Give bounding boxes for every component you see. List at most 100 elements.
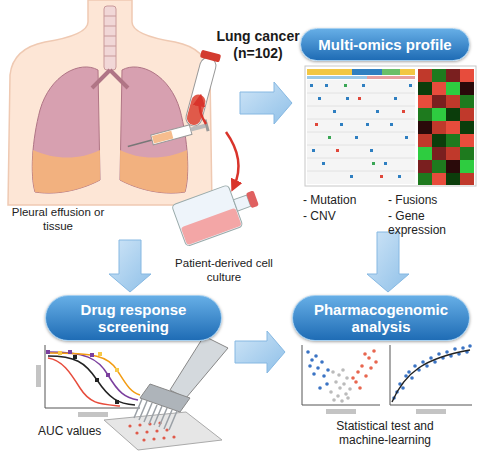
volcano-plot-part-part [334,380,338,384]
omics-heatmap-part-part [325,84,328,87]
annotation-text: - Fusions [388,193,478,207]
omics-heatmap-part-part [312,149,315,152]
multichannel-pipette-part [134,399,177,430]
omics-heatmap-part-part [384,162,387,165]
expression-heatmap-part [418,95,432,108]
scatter-fit-plot-part-part [407,370,411,374]
body-illustration-part [32,150,100,193]
volcano-plot-part-part [322,374,326,378]
body-illustration-part [120,150,188,193]
dose-response-plot-part-part [68,350,72,354]
test-tube-part [184,56,218,128]
expression-heatmap-part [432,108,446,121]
omics-heatmap-part-part [376,110,379,113]
annotation-text: - CNV [303,209,383,223]
omics-heatmap-part [305,66,476,186]
test-tube [182,50,221,129]
culture-flask-part [246,190,259,208]
dose-response-plot-part-part [106,373,110,377]
transfer-arrow [200,100,239,186]
volcano-plot-part-part [348,387,352,391]
scatter-fit-plot-part-part [401,386,405,390]
dose-response-plot-part-part [90,353,94,357]
expression-heatmap-part [446,147,460,160]
volcano-plot-part-part [336,394,340,398]
dose-response-plot-part [78,412,108,417]
test-tube-part [185,93,207,127]
culture-flask [172,177,264,246]
omics-heatmap-part-part [346,97,349,100]
scatter-fit-plot-part [390,345,472,405]
scatter-fit-plot-part [416,409,446,414]
expression-heatmap-part [418,160,432,173]
volcano-plot [302,345,380,414]
transfer-arrow-part [226,132,239,186]
expression-heatmap-part [418,69,432,82]
scatter-fit-plot-part-part [413,364,417,368]
culture-flask-part [181,208,242,246]
well-plate-part-part [172,435,175,438]
omics-heatmap-part-part [322,162,325,165]
volcano-plot-part-part [344,392,348,396]
dose-response-plot-part-part [73,355,77,359]
dose-response-plot-part [73,355,119,404]
volcano-plot-part [306,350,330,390]
omics-heatmap-part [315,97,405,178]
volcano-plot-part-part [345,376,349,380]
volcano-plot-part-part [320,360,324,364]
dose-response-plot-part [48,352,138,400]
dose-response-plot-part-part [115,400,119,404]
flow-arrow [109,240,151,292]
expression-heatmap-part [446,121,460,134]
expression-heatmap-part [446,95,460,108]
syringe-part [151,125,192,145]
scatter-fit-plot-part-part [453,347,457,351]
expression-heatmap-part [418,173,432,185]
omics-heatmap-part-part [370,149,373,152]
panel-node: Lung cancer (n=102) [0,0,240,240]
header-pill: Multi-omics profile [300,28,470,61]
multichannel-pipette-part [140,384,190,412]
omics-heatmap-part-part [344,84,347,87]
omics-heatmap-part-part [398,175,401,178]
syringe-part [152,131,173,144]
body-illustration-part [104,6,116,70]
scatter-fit-plot-part-part [437,352,441,356]
volcano-plot-part-part [363,352,367,356]
flow-arrow [240,82,292,124]
omics-heatmap-part [400,69,415,75]
flow-arrow [367,232,409,292]
expression-heatmap-part [460,160,474,173]
volcano-plot-part-part [342,382,346,386]
expression-heatmap-part [432,134,446,147]
expression-heatmap-part [432,82,446,95]
omics-heatmap-part-part [402,110,405,113]
well-plate-part-part [152,437,155,440]
volcano-plot-part-part [367,356,371,360]
volcano-plot-part-part [358,386,362,390]
omics-heatmap-part [352,69,382,75]
volcano-plot-part-part [372,349,376,353]
expression-heatmap-part [460,95,474,108]
volcano-plot-part [351,349,378,390]
omics-heatmap-part-part [362,84,365,87]
annotation-text: - Mutation [303,193,383,207]
volcano-plot-part-part [310,358,314,362]
omics-heatmap-part-part [366,123,369,126]
well-plate-part-part [162,436,165,439]
omics-heatmap-part-part [358,97,361,100]
volcano-plot-part-part [360,364,364,368]
volcano-plot-part-part [356,370,360,374]
expression-heatmap-part [432,173,446,185]
multichannel-pipette-part [170,336,228,398]
dose-response-plot-part [46,350,110,377]
expression-heatmap-part [446,160,460,173]
expression-heatmap-part [418,82,432,95]
expression-heatmap-part [460,69,474,82]
dose-response-plot-part-part [95,378,99,382]
expression-heatmap-part [418,121,432,134]
dose-response-plot-part-part [46,350,50,354]
omics-heatmap-part-part [390,123,393,126]
volcano-plot-part-part [314,354,318,358]
header-text: Multi-omics profile [318,36,451,53]
